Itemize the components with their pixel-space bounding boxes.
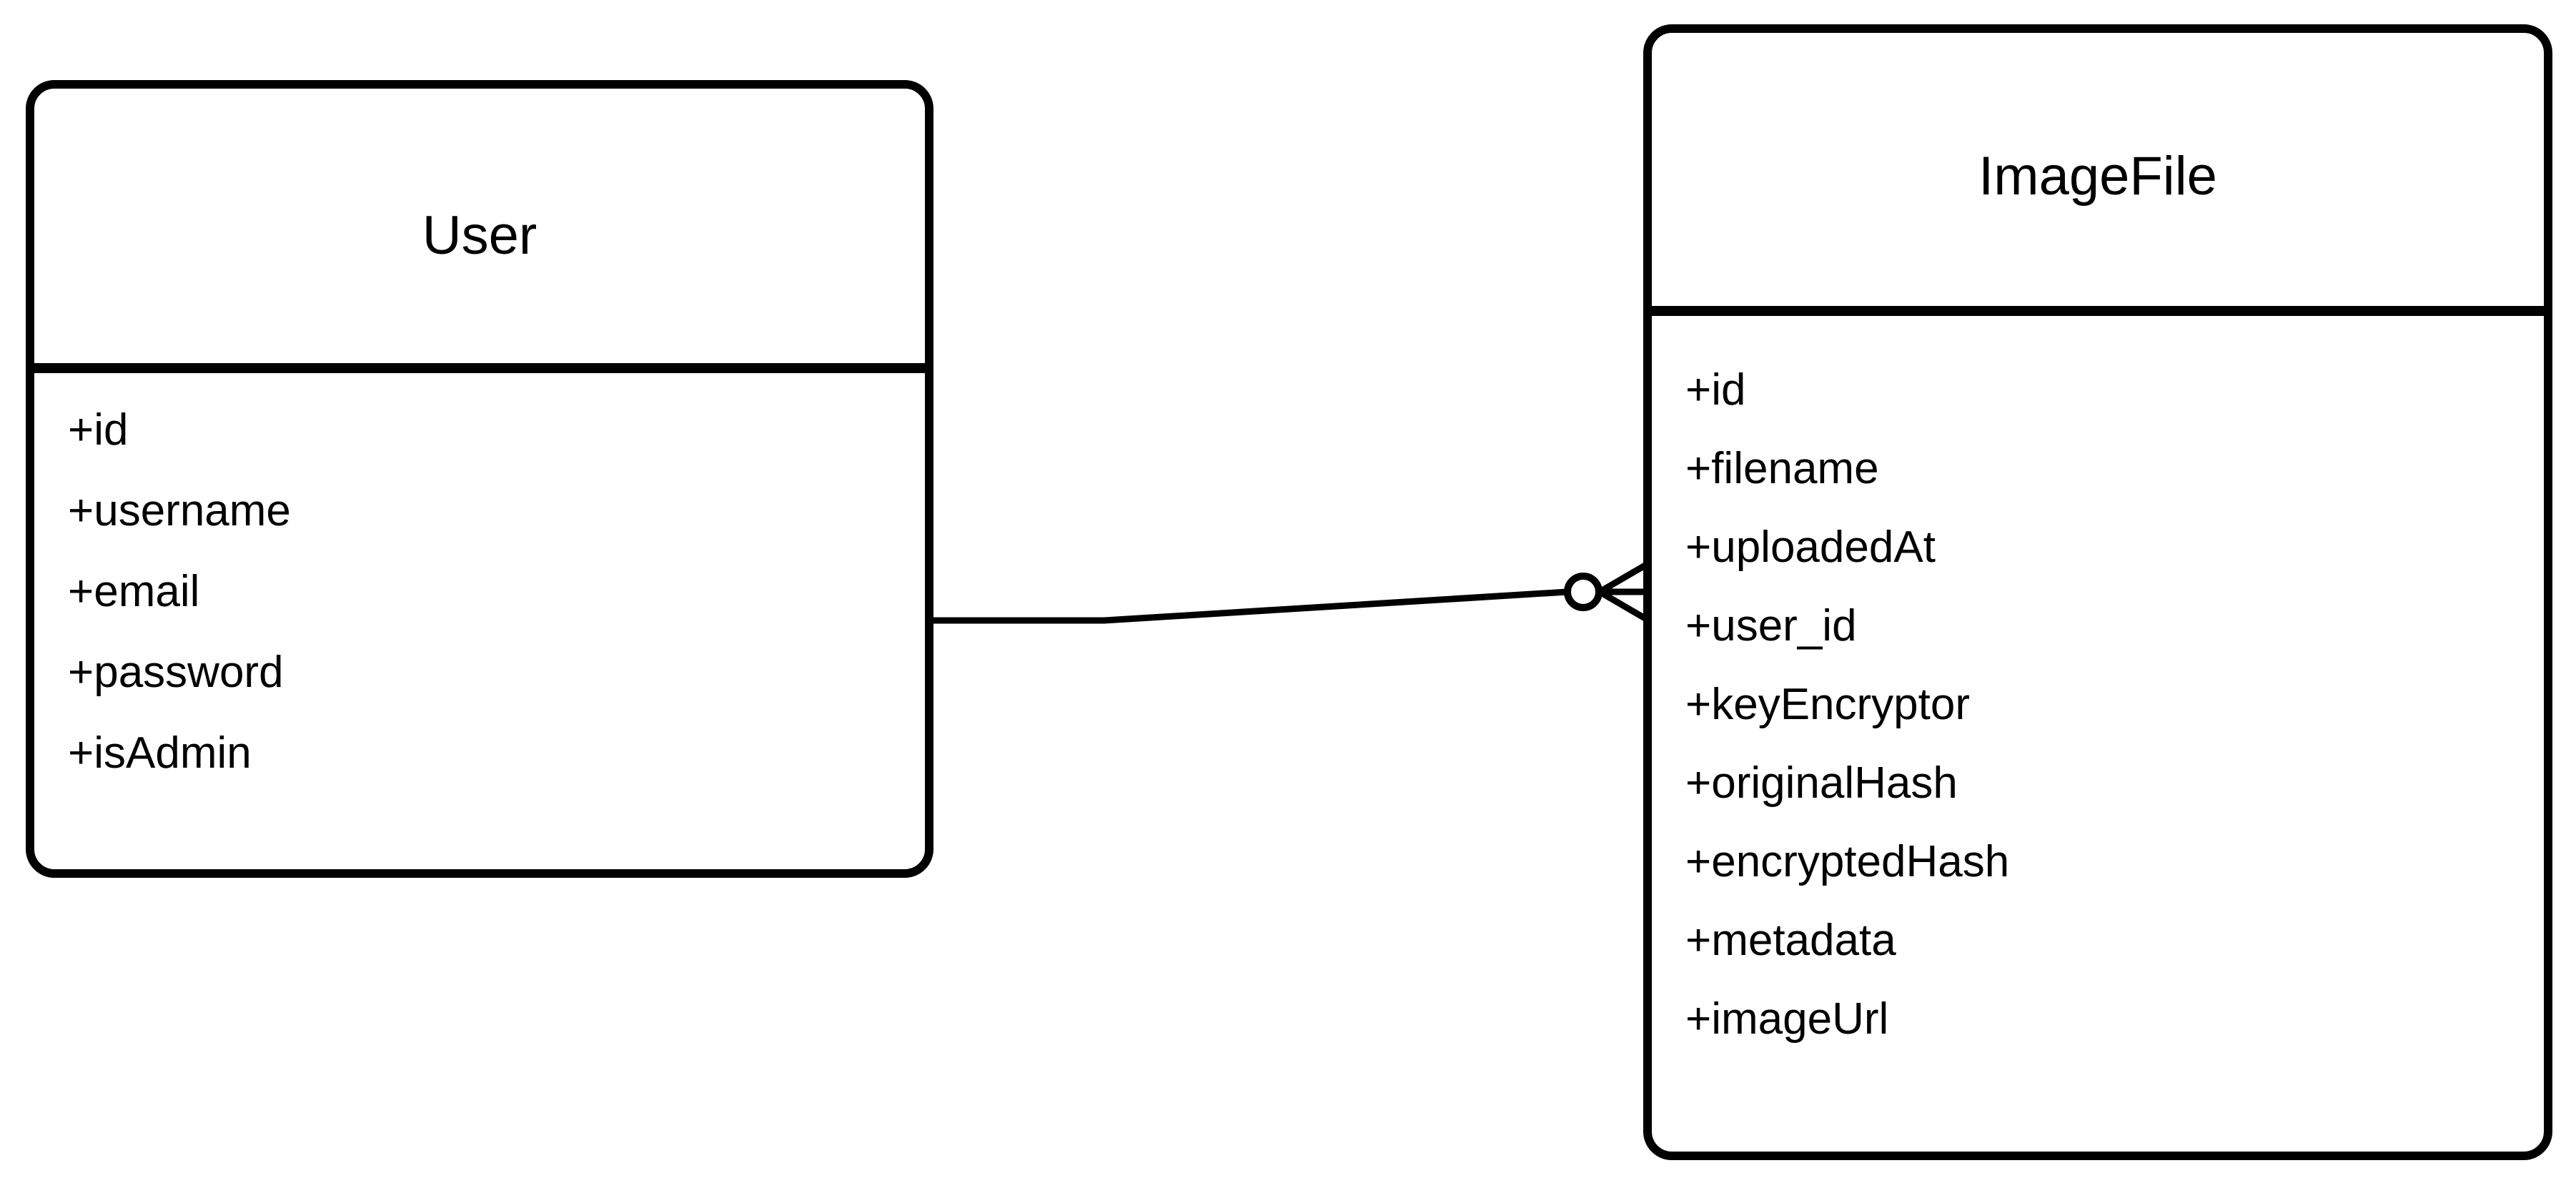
attribute-row: +imageUrl xyxy=(1685,994,1888,1044)
attribute-row: +username xyxy=(68,486,291,535)
class-title-imagefile: ImageFile xyxy=(1978,146,2217,207)
attribute-list-user: +id +username +email +password +isAdmin xyxy=(68,405,291,778)
attribute-row: +email xyxy=(68,567,199,616)
attribute-row: +id xyxy=(1685,365,1745,415)
class-box-user-outline[interactable] xyxy=(26,80,933,878)
class-node-user[interactable]: User +id +username +email +password +isA… xyxy=(26,80,933,878)
crowsfoot-many-prong-upper xyxy=(1597,561,1650,595)
class-node-imagefile[interactable]: ImageFile +id +filename +uploadedAt +use… xyxy=(1643,24,2552,1160)
class-title-user: User xyxy=(422,205,537,266)
attribute-row: +uploadedAt xyxy=(1685,523,1936,572)
attribute-row: +id xyxy=(68,405,128,455)
crowsfoot-many-prong-lower xyxy=(1597,589,1650,623)
crowsfoot-zero-circle xyxy=(1564,573,1602,611)
attribute-row: +metadata xyxy=(1685,916,1896,965)
attribute-row: +isAdmin xyxy=(68,728,252,778)
attribute-row: +originalHash xyxy=(1685,758,1958,808)
attribute-row: +filename xyxy=(1685,444,1879,493)
attribute-row: +encryptedHash xyxy=(1685,837,2009,886)
attribute-row: +keyEncryptor xyxy=(1685,680,1970,729)
attribute-row: +password xyxy=(68,648,284,697)
attribute-row: +user_id xyxy=(1685,601,1857,650)
relationship-user-to-imagefile[interactable] xyxy=(929,561,1650,624)
relationship-connector-line[interactable] xyxy=(929,588,1568,624)
attribute-list-imagefile: +id +filename +uploadedAt +user_id +keyE… xyxy=(1685,365,2009,1044)
